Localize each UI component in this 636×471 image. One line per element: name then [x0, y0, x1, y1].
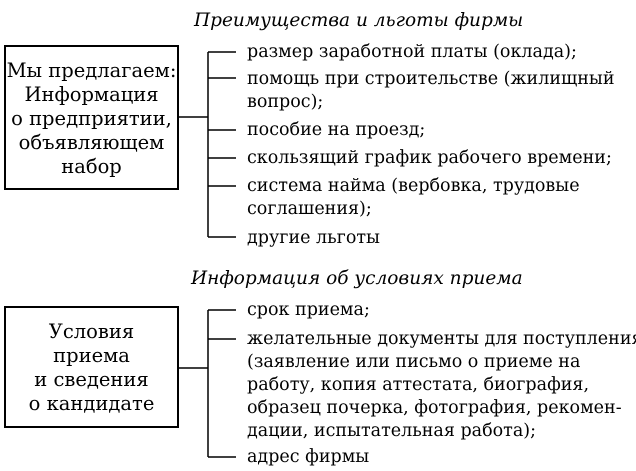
section1-item-salary: размер заработной платы (оклада);	[247, 42, 577, 62]
section2-box-line: Условия	[48, 320, 135, 343]
section1-item-hiring: система найма (вербовка, трудовые	[247, 176, 580, 196]
section1-item-housing-cont: вопрос);	[247, 92, 324, 112]
section1-box-line: объявляющем	[18, 131, 165, 154]
section1-box-line: набор	[61, 155, 122, 178]
section1-item-hiring-cont: соглашения);	[247, 199, 372, 219]
section2-item-documents-cont: образец почерка, фотография, рекомен-	[247, 398, 622, 418]
section2-item-documents-cont: дации, испытательная работа);	[247, 421, 537, 441]
section2-item-documents-cont: работу, копия аттестата, биография,	[247, 375, 590, 395]
section2-item-term: срок приема;	[247, 300, 370, 320]
section2-item-documents-cont: (заявление или письмо о приеме на	[247, 352, 581, 372]
section2-box-line: приема	[53, 344, 130, 367]
section1-item-travel: пособие на проезд;	[247, 120, 426, 140]
section2-item-address: адрес фирмы	[247, 447, 370, 467]
section1-item-housing: помощь при строительстве (жилищный	[247, 69, 615, 89]
section1-heading: Преимущества и льготы фирмы	[194, 10, 524, 31]
section2-box-line: о кандидате	[28, 392, 155, 415]
section2-box: Условия приема и сведения о кандидате	[4, 306, 179, 428]
section2-item-documents: желательные документы для поступления	[247, 329, 636, 349]
section2-box-line: и сведения	[34, 368, 149, 391]
section1-item-other: другие льготы	[247, 228, 380, 248]
section1-box-line: о предприятии,	[11, 107, 172, 130]
section2-heading: Информация об условиях приема	[191, 268, 523, 289]
section1-box: Мы предлагаем: Информация о предприятии,…	[4, 45, 179, 190]
section1-item-schedule: скользящий график рабочего времени;	[247, 148, 612, 168]
section1-box-line: Информация	[24, 83, 159, 106]
section1-box-line: Мы предлагаем:	[6, 59, 177, 82]
